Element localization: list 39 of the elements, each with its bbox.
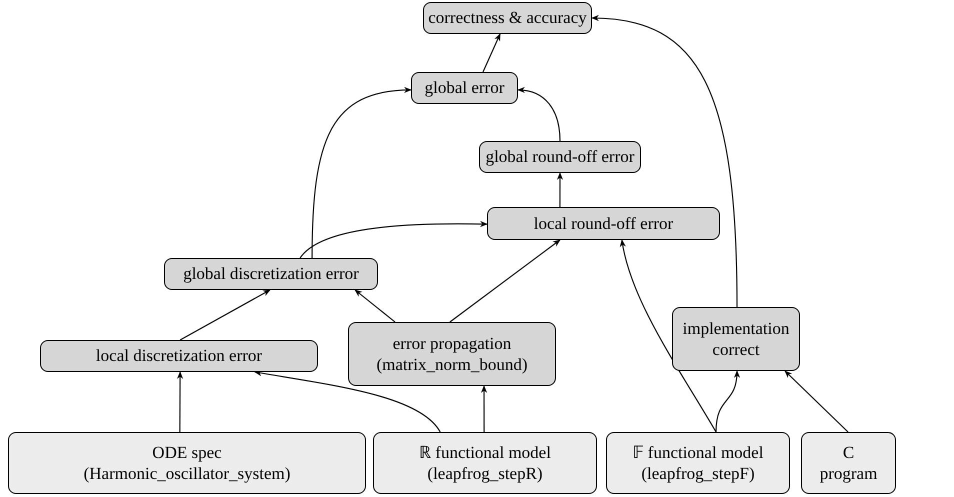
arrow: [517, 87, 561, 142]
node-label: correctness & accuracy: [428, 7, 587, 29]
arrow: [620, 239, 716, 432]
arrow: [784, 370, 848, 432]
process-box: [40, 340, 318, 372]
process-box: [672, 307, 800, 371]
process-box: [348, 322, 556, 386]
node-label: local round-off error: [534, 212, 674, 234]
process-box: [606, 432, 790, 494]
arrow: [354, 290, 396, 322]
process-box: [373, 432, 597, 494]
arrow: [312, 87, 412, 258]
process-box: [164, 258, 378, 290]
node-label: C program: [818, 442, 878, 484]
process-box: [801, 432, 896, 494]
process-box: [479, 141, 641, 173]
process-box: [8, 432, 366, 494]
node-label: implementation correct: [682, 318, 790, 360]
process-box: [423, 2, 592, 34]
arrow: [300, 220, 488, 258]
arrow: [556, 172, 564, 207]
arrow: [482, 33, 501, 72]
node-label: 𝔽 functional model (leapfrog_stepF): [632, 442, 764, 484]
arrow: [177, 371, 184, 432]
process-box: [487, 207, 720, 240]
node-label: ODE spec (Harmonic_oscillator_system): [82, 442, 292, 484]
arrow: [254, 370, 441, 432]
arrow: [591, 15, 738, 307]
arrow: [480, 385, 488, 432]
node-label: error propagation (matrix_norm_bound): [375, 332, 529, 376]
process-box: [411, 72, 518, 104]
arrow: [180, 290, 271, 340]
node-label: local discretization error: [96, 345, 262, 367]
node-label: global error: [424, 77, 504, 99]
arrow: [715, 370, 740, 432]
node-label: ℝ functional model (leapfrog_stepR): [418, 442, 552, 484]
node-label: global discretization error: [183, 263, 359, 285]
node-label: global round-off error: [486, 146, 634, 168]
arrow: [450, 240, 561, 322]
